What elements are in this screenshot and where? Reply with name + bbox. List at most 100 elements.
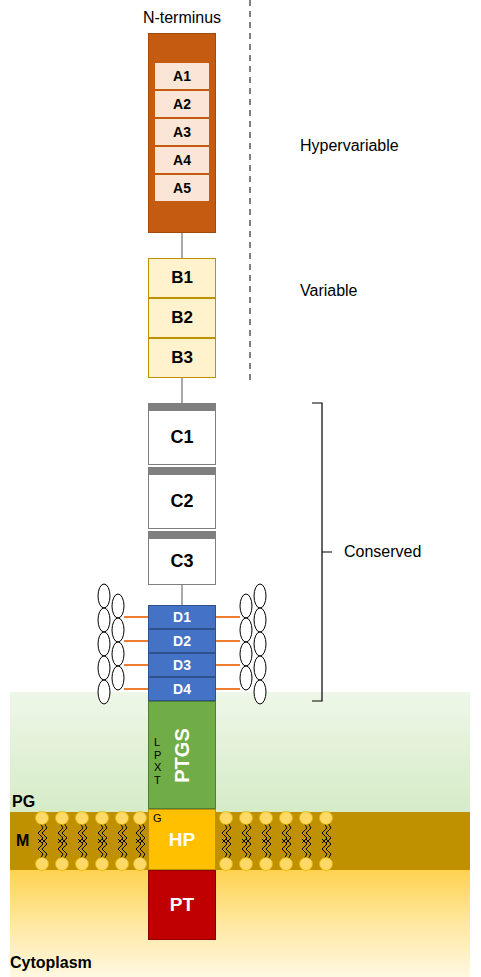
lipid-head <box>300 858 313 871</box>
lipid-head <box>96 858 109 871</box>
lipid-head <box>76 812 89 825</box>
compartment-label: Cytoplasm <box>10 954 92 972</box>
lipid-head <box>260 858 273 871</box>
glycan-unit <box>254 680 266 704</box>
glycan-link <box>124 616 148 618</box>
residue-label: G <box>153 812 162 824</box>
repeat-box: B1 <box>148 258 216 298</box>
region-label: Variable <box>300 282 358 300</box>
peptidoglycan-region <box>10 692 470 814</box>
lipid-tail <box>286 839 291 859</box>
region-label: Conserved <box>344 543 421 561</box>
layer-label: PG <box>12 793 35 811</box>
repeat-box: A1 <box>154 62 210 90</box>
lipid-tail <box>42 839 47 859</box>
domain-label: B2 <box>171 308 193 328</box>
domain-label: C3 <box>170 551 193 572</box>
domain-label: A3 <box>173 124 191 140</box>
lipid-head <box>240 812 253 825</box>
domain-label: D2 <box>173 633 191 649</box>
lipid-tail <box>246 839 251 859</box>
glycan-unit <box>240 642 252 666</box>
layer-label: M <box>16 832 29 850</box>
domain-label: D1 <box>173 609 191 625</box>
membrane-band <box>10 812 470 870</box>
lipid-head <box>96 812 109 825</box>
repeat-box: D3 <box>148 653 216 677</box>
domain-label: PTGS <box>170 728 193 782</box>
glycan-unit <box>112 618 124 642</box>
glycan-unit <box>240 594 252 618</box>
lipid-tail <box>140 839 145 859</box>
tail-domain: PT <box>148 870 216 940</box>
glycan-unit <box>112 642 124 666</box>
lipid-head <box>134 858 147 871</box>
lipid-head <box>36 858 49 871</box>
lipid-head <box>280 858 293 871</box>
lipid-head <box>36 812 49 825</box>
lipid-head <box>280 812 293 825</box>
lipid-head <box>56 858 69 871</box>
repeat-box: D4 <box>148 677 216 701</box>
domain-label: D3 <box>173 657 191 673</box>
lipid-head <box>76 858 89 871</box>
glycan-chains <box>98 584 266 704</box>
lipid-tail <box>82 839 87 859</box>
lipid-head <box>134 812 147 825</box>
repeat-box: C1 <box>148 403 216 465</box>
domain-label: PT <box>170 894 194 916</box>
cytoplasm-region <box>10 868 470 977</box>
domain-label: B3 <box>171 348 193 368</box>
glycan-link <box>216 664 240 666</box>
lipid-head <box>320 858 333 871</box>
anchor-domain: PTGS L P X T <box>148 701 216 809</box>
glycan-unit <box>254 656 266 680</box>
lipid-head <box>116 858 129 871</box>
domain-label: A4 <box>173 152 191 168</box>
lipid-head <box>56 812 69 825</box>
repeat-box: A2 <box>154 90 210 118</box>
linker-line <box>181 233 183 258</box>
repeat-box: C2 <box>148 467 216 529</box>
glycan-unit <box>240 666 252 690</box>
repeat-box: B3 <box>148 338 216 378</box>
lipid-head <box>220 812 233 825</box>
glycan-unit <box>98 656 110 680</box>
terminus-label: N-terminus <box>143 9 221 27</box>
lipid-tail <box>122 839 127 859</box>
repeat-box: A3 <box>154 118 210 146</box>
glycan-link <box>216 616 240 618</box>
lipid-tail <box>306 839 311 859</box>
lipid-tail <box>226 839 231 859</box>
domain-label: B1 <box>171 268 193 288</box>
domain-label: A5 <box>173 180 191 196</box>
domain-label: A1 <box>173 68 191 84</box>
lipid-tail <box>62 839 67 859</box>
lipid-tail <box>266 839 271 859</box>
glycan-link <box>216 640 240 642</box>
motif-label: L P X T <box>154 736 160 787</box>
glycan-unit <box>254 584 266 608</box>
repeat-box: B2 <box>148 298 216 338</box>
glycan-unit <box>98 632 110 656</box>
dashed-divider <box>250 0 251 385</box>
glycan-unit <box>254 608 266 632</box>
lipid-head <box>240 858 253 871</box>
hypervariable-region: N-terminusA1A2A3A4A5 <box>148 33 216 233</box>
domain-label: A2 <box>173 96 191 112</box>
glycan-link <box>124 688 148 690</box>
lipid-head <box>220 858 233 871</box>
glycan-link <box>216 688 240 690</box>
glycan-unit <box>98 608 110 632</box>
lipid-head <box>116 812 129 825</box>
glycan-link <box>124 640 148 642</box>
glycan-link <box>124 664 148 666</box>
repeat-box: A4 <box>154 146 210 174</box>
lipid-tail <box>326 839 331 859</box>
domain-label: HP <box>169 829 195 851</box>
glycan-unit <box>240 618 252 642</box>
repeat-box: D2 <box>148 629 216 653</box>
